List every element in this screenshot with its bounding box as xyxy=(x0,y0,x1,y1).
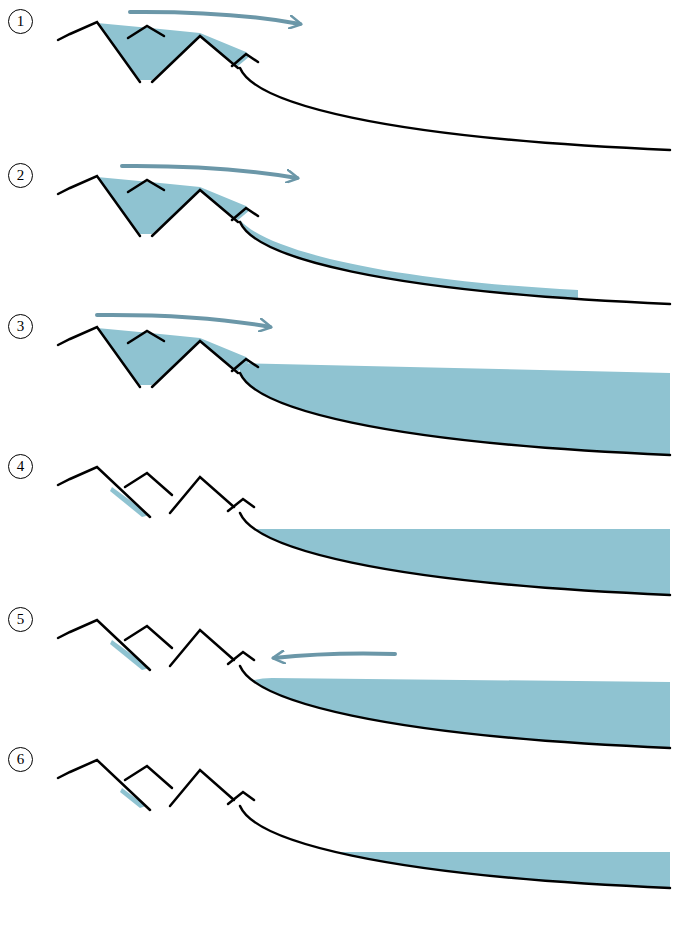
lake-water xyxy=(97,23,250,80)
flow-arrow xyxy=(97,315,270,327)
flood-water xyxy=(236,852,670,928)
callout-circle: 3 xyxy=(8,314,33,339)
callout-number: 4 xyxy=(17,459,25,474)
flood-sheet xyxy=(236,214,578,354)
mountain-ridge xyxy=(58,760,670,888)
stage-panel xyxy=(58,760,670,928)
mountain-ridge xyxy=(58,22,670,150)
callout-number: 3 xyxy=(17,319,25,334)
flood-water xyxy=(236,363,670,505)
callout-number: 5 xyxy=(17,612,25,627)
callout-circle: 2 xyxy=(8,163,33,188)
mountain-ridge xyxy=(58,467,670,595)
flow-arrow xyxy=(274,654,395,659)
callout-number: 6 xyxy=(17,752,25,767)
callout-circle: 4 xyxy=(8,454,33,479)
stage-panel xyxy=(58,467,670,645)
callout-number: 2 xyxy=(17,168,25,183)
pool-water xyxy=(120,788,146,808)
callout-number: 1 xyxy=(17,14,25,29)
mountain-ridge xyxy=(58,327,670,455)
callout-circle: 6 xyxy=(8,747,33,772)
lake-water xyxy=(97,328,250,385)
lake-water xyxy=(97,177,250,234)
mountain-ridge xyxy=(58,176,670,304)
mountain-ridge xyxy=(58,620,670,748)
stage-panel xyxy=(58,620,670,798)
flow-arrow xyxy=(130,12,300,24)
stage-panel xyxy=(58,12,670,200)
flow-arrow xyxy=(122,166,297,178)
overflow-water xyxy=(236,60,300,200)
flood-water xyxy=(236,529,670,645)
stage-panel xyxy=(58,166,670,354)
callout-circle: 5 xyxy=(8,607,33,632)
flood-water xyxy=(236,678,670,798)
callout-circle: 1 xyxy=(8,9,33,34)
